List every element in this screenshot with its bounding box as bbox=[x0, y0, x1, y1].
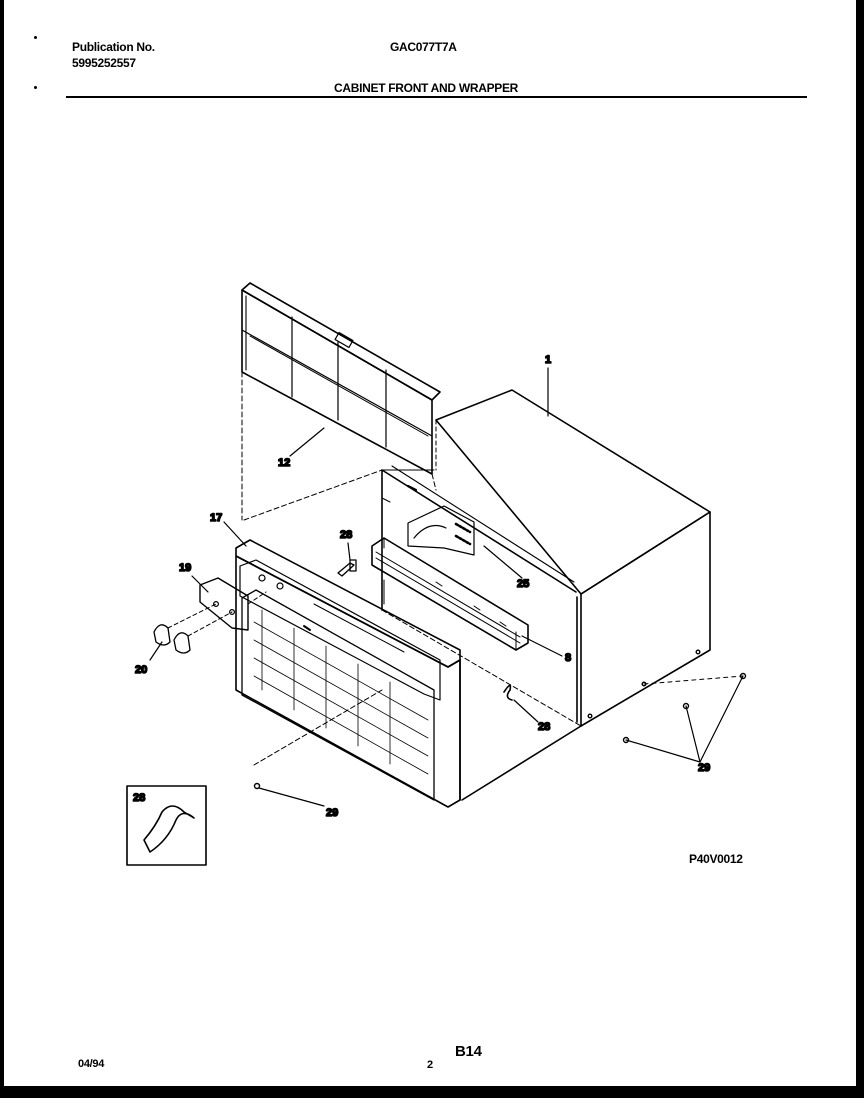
front-panel bbox=[235, 539, 461, 808]
model-number: GAC077T7A bbox=[390, 40, 457, 54]
callout-8: 8 bbox=[565, 652, 571, 664]
leader-lines bbox=[149, 367, 744, 807]
callout-20: 20 bbox=[135, 664, 147, 676]
exploded-parts-diagram: 1 12 17 28 19 25 20 8 28 29 29 28 bbox=[126, 282, 747, 866]
control-knobs bbox=[153, 603, 233, 654]
clip-upper bbox=[337, 559, 357, 577]
callout-28-inset: 28 bbox=[133, 792, 145, 804]
callout-19: 19 bbox=[179, 562, 191, 574]
scan-mark bbox=[34, 86, 37, 89]
publication-number: 5995252557 bbox=[72, 56, 136, 70]
page-code: B14 bbox=[455, 1043, 482, 1060]
inset-box bbox=[126, 785, 207, 866]
callout-25: 25 bbox=[517, 578, 529, 590]
publication-date: 04/94 bbox=[78, 1058, 105, 1070]
section-title: CABINET FRONT AND WRAPPER bbox=[334, 81, 519, 95]
control-plate bbox=[199, 577, 267, 631]
screws bbox=[253, 649, 747, 790]
louver-strip bbox=[371, 537, 529, 651]
callout-28-side: 28 bbox=[538, 721, 550, 733]
callout-29-side: 29 bbox=[698, 762, 710, 774]
page-number: 2 bbox=[427, 1059, 433, 1071]
header-rule bbox=[66, 96, 807, 98]
clip-side bbox=[503, 684, 513, 701]
callout-12: 12 bbox=[278, 457, 290, 469]
publication-label: Publication No. bbox=[72, 40, 155, 54]
scan-mark bbox=[34, 36, 37, 39]
air-filter bbox=[241, 282, 441, 521]
callout-1: 1 bbox=[545, 354, 551, 366]
callout-29-front: 29 bbox=[326, 807, 338, 819]
parts-sheet: Publication No. 5995252557 GAC077T7A CAB… bbox=[4, 0, 856, 1086]
callout-28-upper: 28 bbox=[340, 529, 352, 541]
callout-17: 17 bbox=[210, 512, 222, 524]
cabinet-wrapper bbox=[243, 389, 711, 801]
drawing-code: P40V0012 bbox=[689, 852, 743, 866]
internal-bracket bbox=[381, 497, 475, 605]
